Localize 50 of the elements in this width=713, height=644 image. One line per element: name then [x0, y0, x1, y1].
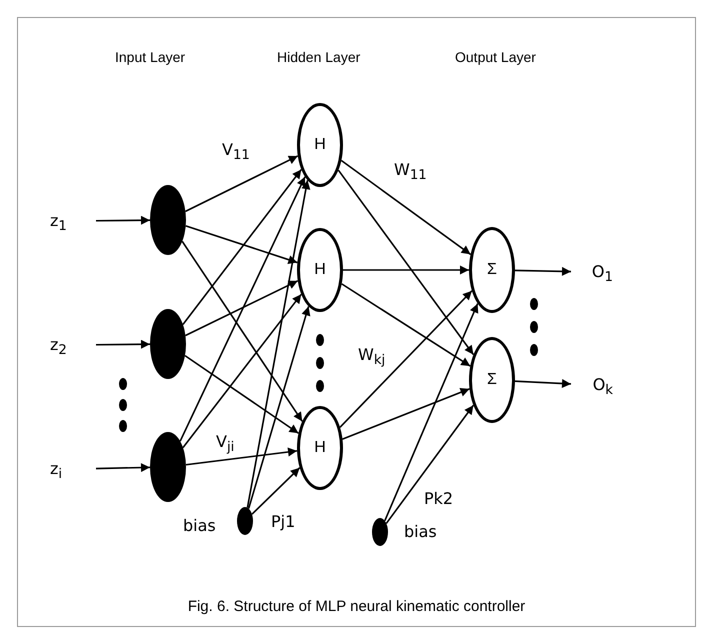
arrow	[339, 290, 472, 428]
output-neuron: Σ	[469, 337, 515, 423]
arrow	[343, 266, 469, 274]
signal-label: z$_{1}$	[50, 209, 96, 233]
weight-label: Pk2	[424, 489, 454, 508]
weight-label: V$_{ji}$	[216, 432, 234, 456]
hidden-neuron: H	[297, 228, 343, 312]
arrow	[184, 354, 299, 434]
layer-heading: Hidden Layer	[277, 49, 360, 65]
arrow	[96, 463, 150, 472]
arrow	[341, 283, 471, 367]
signal-label: O$_{1}$	[571, 259, 613, 285]
arrow	[340, 160, 472, 256]
bias-neuron	[372, 518, 388, 546]
arrow	[182, 294, 302, 448]
bias-neuron	[237, 507, 253, 535]
arrow	[96, 340, 150, 349]
arrow	[182, 240, 303, 422]
arrow	[186, 448, 298, 466]
arrow	[186, 225, 298, 264]
signal-label: O$_{k}$	[571, 372, 613, 398]
arrow	[96, 216, 150, 225]
bias-label: bias	[404, 522, 437, 541]
arrow	[246, 180, 310, 508]
hidden-neuron: H	[297, 103, 343, 187]
input-neuron	[150, 432, 186, 502]
hidden-neuron: H	[297, 406, 343, 490]
arrow	[179, 176, 306, 442]
arrow	[251, 467, 300, 515]
layer-heading: Output Layer	[455, 49, 536, 65]
layer-heading: Input Layer	[115, 49, 186, 65]
weight-label: W$_{11}$	[394, 160, 427, 184]
arrow	[386, 404, 474, 524]
weight-label: V$_{11}$	[222, 140, 250, 164]
arrow	[182, 168, 302, 325]
weight-label: Pj1	[271, 512, 296, 531]
arrow	[185, 280, 298, 336]
signal-label: z$_{2}$	[50, 333, 96, 357]
output-neuron: Σ	[469, 227, 515, 313]
arrow	[342, 388, 470, 440]
weight-label: W$_{kj}$	[358, 345, 386, 368]
arrow	[248, 306, 310, 509]
arrow	[514, 379, 572, 388]
figure-caption: Fig. 6. Structure of MLP neural kinematic controller	[186, 598, 526, 615]
bias-label: bias	[183, 516, 216, 535]
arrow	[514, 266, 572, 276]
arrow	[338, 170, 474, 356]
signal-label: z$_{i}$	[50, 457, 96, 481]
arrow	[384, 303, 478, 522]
arrow	[185, 155, 298, 212]
